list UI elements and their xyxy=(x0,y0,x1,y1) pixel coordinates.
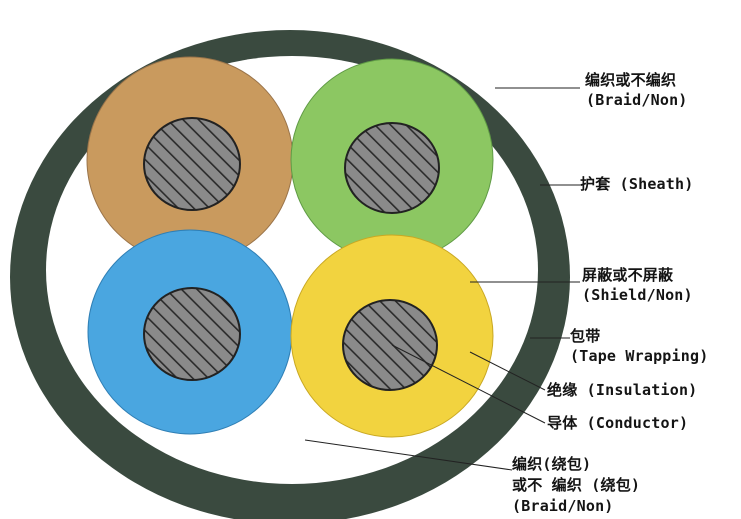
label-sheath: 护套 (Sheath) xyxy=(580,175,694,193)
core-yellow xyxy=(290,234,494,438)
leader-braid-inner xyxy=(304,439,513,471)
label-insulation: 绝缘 (Insulation) xyxy=(547,381,698,399)
label-braid-outer-en: (Braid/Non) xyxy=(586,91,688,109)
core-green xyxy=(290,58,494,262)
label-tape-cn: 包带 xyxy=(570,327,601,345)
label-braid-inner-line2: 或不 编织 (绕包) xyxy=(512,476,641,494)
leader-insulation xyxy=(469,351,546,391)
label-conductor: 导体 (Conductor) xyxy=(547,414,689,432)
label-shield-cn: 屏蔽或不屏蔽 xyxy=(582,266,674,284)
label-tape-en: (Tape Wrapping) xyxy=(570,347,709,365)
leader-conductor xyxy=(391,344,546,424)
label-braid-outer-cn: 编织或不编织 xyxy=(585,71,677,89)
label-braid-inner-line1: 编织(绕包) xyxy=(512,455,592,473)
leader-lines xyxy=(304,87,580,471)
label-braid-inner-line3: (Braid/Non) xyxy=(512,497,614,515)
label-shield-en: (Shield/Non) xyxy=(582,286,693,304)
core-brown xyxy=(86,56,294,264)
core-blue xyxy=(87,229,293,435)
